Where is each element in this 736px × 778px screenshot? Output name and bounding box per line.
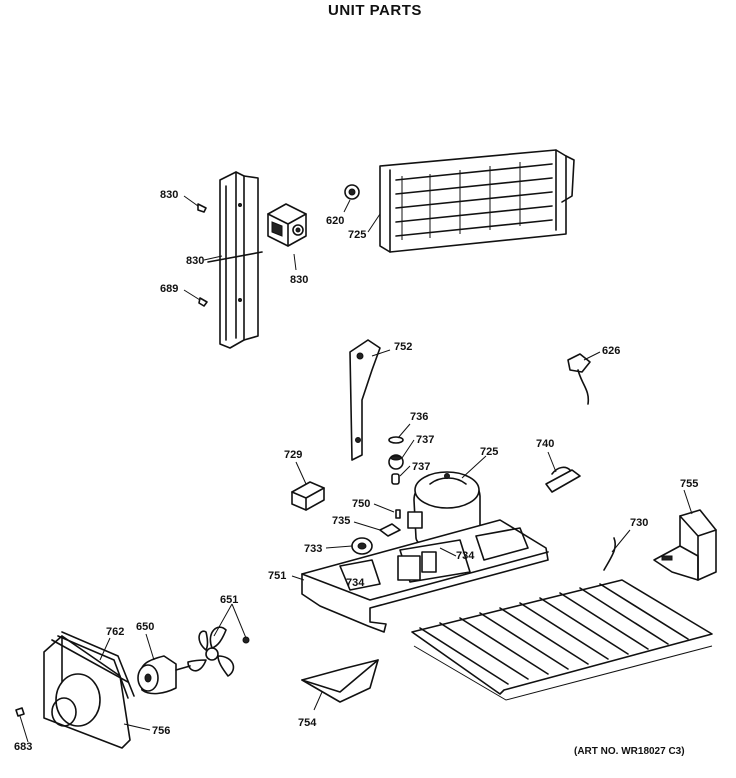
art-number: (ART NO. WR18027 C3) (574, 746, 685, 757)
leader-lines (19, 195, 693, 743)
page-title: UNIT PARTS (328, 2, 422, 19)
part-condenser-coil[interactable] (411, 537, 713, 701)
part-base-pan[interactable] (301, 519, 549, 633)
callout-683: 683 (14, 741, 32, 753)
callout-737-grommet: 737 (416, 434, 434, 446)
part-overload-729[interactable] (291, 481, 325, 511)
callout-751: 751 (268, 570, 286, 582)
callout-725-compressor: 725 (480, 446, 498, 458)
part-grommet-737a[interactable] (388, 454, 404, 470)
part-gasket-762[interactable] (57, 631, 135, 699)
part-bracket-755[interactable] (653, 509, 717, 581)
part-power-cord[interactable] (567, 353, 591, 405)
part-clip-740[interactable] (545, 466, 581, 493)
callout-650: 650 (136, 621, 154, 633)
callout-750: 750 (352, 498, 370, 510)
part-drain-tray[interactable] (301, 659, 379, 703)
callout-725-evaporator: 725 (348, 229, 366, 241)
part-bracket-752[interactable] (349, 339, 381, 461)
callout-737-sleeve: 737 (412, 461, 430, 473)
part-clip-735[interactable] (379, 523, 401, 537)
part-vertical-channel[interactable] (207, 171, 263, 349)
callout-620: 620 (326, 215, 344, 227)
part-fan-motor[interactable] (137, 655, 191, 695)
callout-755: 755 (680, 478, 698, 490)
part-grommet-736[interactable] (388, 436, 404, 444)
callout-729: 729 (284, 449, 302, 461)
part-fan-blade[interactable] (187, 626, 250, 677)
callout-762: 762 (106, 626, 124, 638)
callout-734-right: 734 (456, 550, 475, 562)
part-evaporator-coil[interactable] (379, 149, 575, 253)
callout-736: 736 (410, 411, 428, 423)
callout-651: 651 (220, 594, 238, 606)
part-screw-750[interactable] (395, 509, 401, 519)
callout-735: 735 (332, 515, 350, 527)
part-screw-830[interactable] (197, 203, 207, 213)
callout-689: 689 (160, 283, 178, 295)
part-screw-683[interactable] (15, 707, 25, 717)
callout-756: 756 (152, 725, 170, 737)
callout-830-screw: 830 (160, 189, 178, 201)
callout-626: 626 (602, 345, 620, 357)
part-screw-689[interactable] (198, 297, 208, 307)
callout-740: 740 (536, 438, 554, 450)
callout-730: 730 (630, 517, 648, 529)
callout-labels: 830 830 830 689 620 725 752 626 736 737 … (14, 189, 698, 753)
part-fan-shroud[interactable] (43, 635, 131, 749)
callout-733: 733 (304, 543, 322, 555)
part-sleeve-737b[interactable] (391, 473, 400, 485)
callout-754: 754 (298, 717, 317, 729)
part-knob-620[interactable] (344, 184, 360, 200)
callout-830-channel: 830 (186, 255, 204, 267)
part-capacitor-733[interactable] (351, 537, 373, 555)
callout-734-left: 734 (346, 577, 365, 589)
part-relay-box[interactable] (267, 203, 307, 247)
callout-830-relay: 830 (290, 274, 308, 286)
callout-752: 752 (394, 341, 412, 353)
